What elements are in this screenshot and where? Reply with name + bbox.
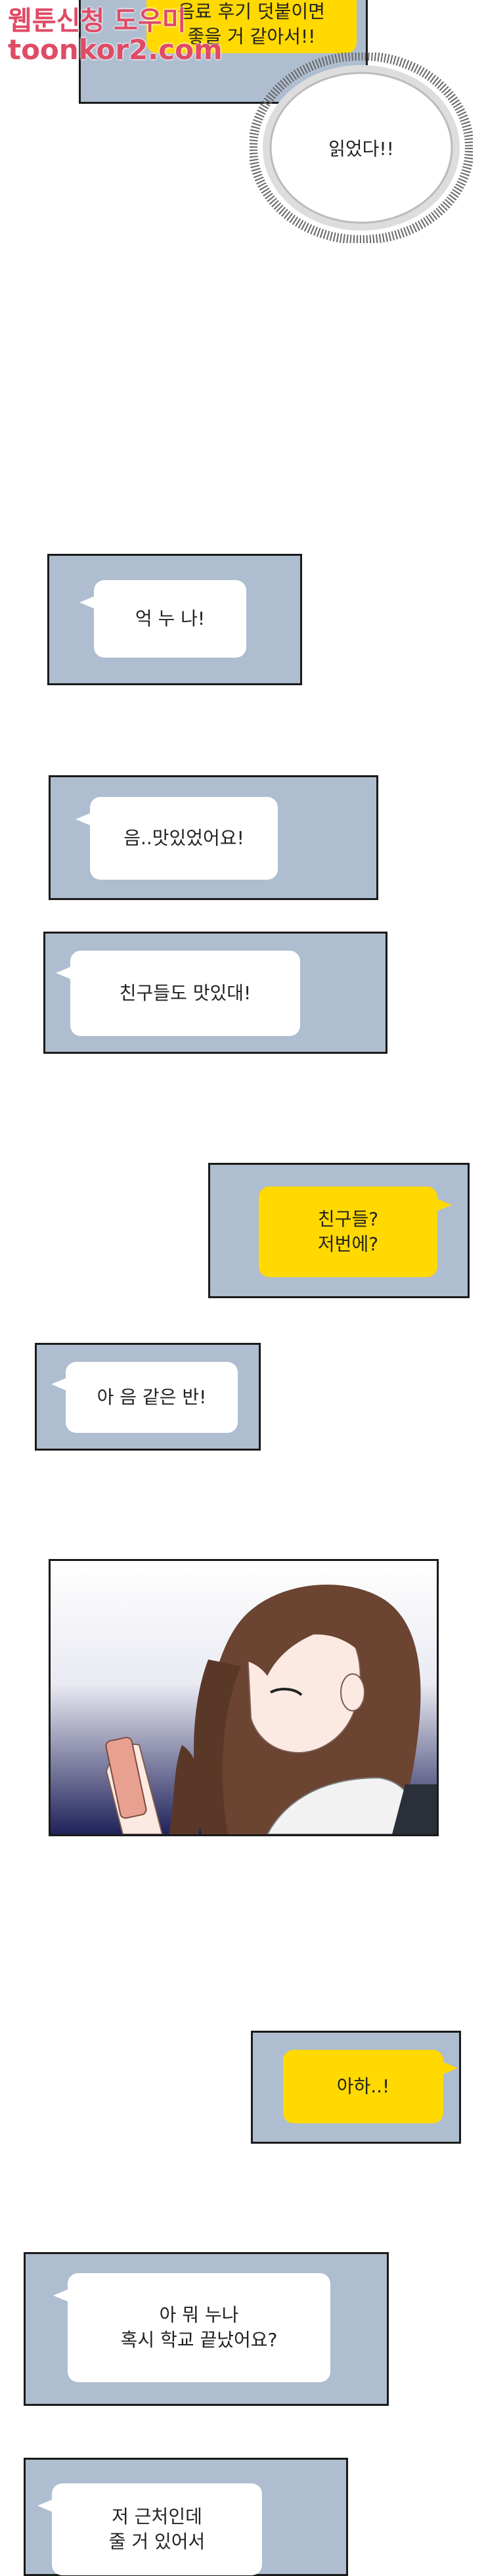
chat-panel-4: 친구들? 저번에? — [208, 1163, 470, 1298]
message-bubble-3: 친구들도 맛있대! — [56, 951, 300, 1036]
watermark-line-2: toonkor2.com — [8, 34, 223, 66]
chat-panel-3: 친구들도 맛있대! — [43, 932, 387, 1054]
chat-panel-top: 음료 후기 덧붙이면 좋을 거 같아서!! — [79, 0, 368, 104]
watermark: 웹툰신청 도우미 toonkor2.com — [8, 7, 223, 64]
girl-with-phone-illustration — [51, 1561, 437, 1834]
chat-panel-8: 저 근처인데 줄 거 있어서 — [24, 2458, 348, 2576]
chat-panel-2: 음..맛있었어요! — [49, 775, 378, 900]
message-bubble-5: 아 음 같은 반! — [51, 1362, 238, 1433]
illustration-panel — [49, 1559, 439, 1836]
message-bubble-2: 음..맛있었어요! — [76, 797, 278, 880]
message-bubble-8: 저 근처인데 줄 거 있어서 — [37, 2483, 262, 2575]
message-bubble-6: 아하..! — [283, 2050, 458, 2123]
exclaim-burst — [250, 53, 473, 243]
message-bubble-7: 아 뭐 누나 혹시 학교 끝났어요? — [53, 2273, 330, 2382]
exclaim-text: 읽었다!! — [328, 138, 394, 160]
message-bubble-1: 억 누 나! — [79, 580, 246, 658]
chat-panel-7: 아 뭐 누나 혹시 학교 끝났어요? — [24, 2252, 389, 2406]
chat-panel-6: 아하..! — [251, 2031, 461, 2144]
watermark-line-1: 웹툰신청 도우미 — [8, 6, 187, 36]
chat-panel-1: 억 누 나! — [47, 554, 302, 685]
message-bubble-top: 음료 후기 덧붙이면 좋을 거 같아서!! — [146, 0, 357, 53]
message-bubble-4: 친구들? 저번에? — [259, 1186, 452, 1277]
chat-panel-5: 아 음 같은 반! — [35, 1343, 261, 1451]
